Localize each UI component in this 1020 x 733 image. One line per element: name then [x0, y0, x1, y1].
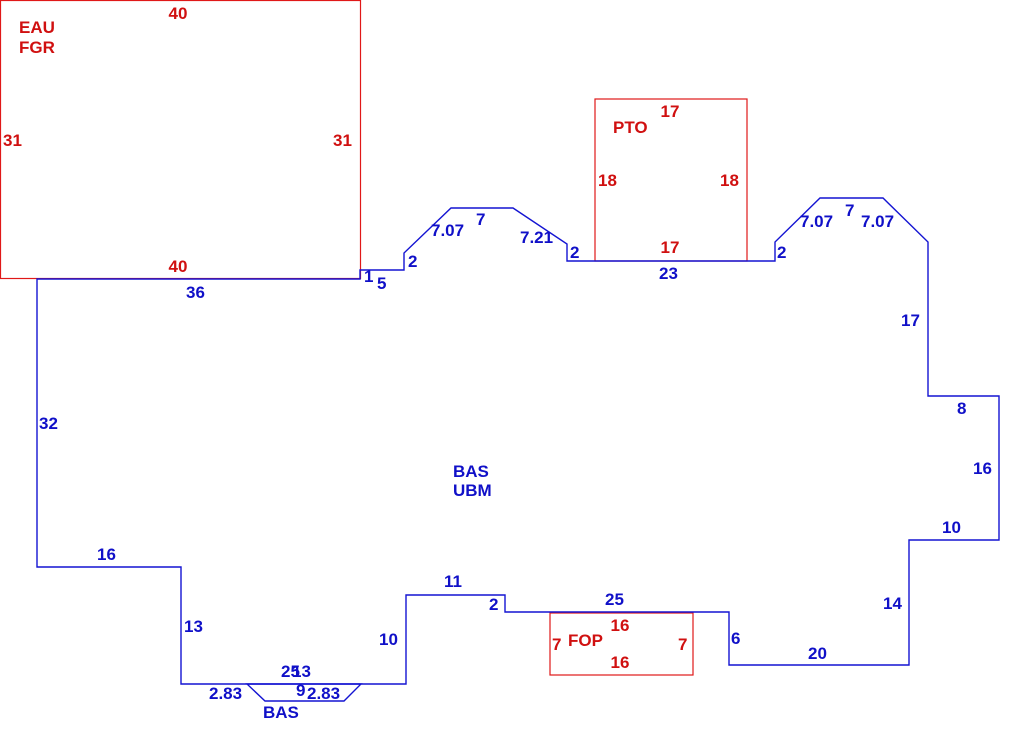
pto-right-dim: 18	[720, 171, 739, 190]
eau-top-dim: 40	[169, 4, 188, 23]
dim-step-2: 2	[489, 595, 498, 614]
dim-step-1: 1	[364, 267, 373, 286]
dim-diag-721: 7.21	[520, 228, 553, 247]
bas-code-label: BAS	[453, 462, 489, 481]
dim-drop-2: 2	[570, 243, 579, 262]
dim-bottom-25: 25	[605, 590, 624, 609]
dim-rise-2a: 2	[408, 252, 417, 271]
dim-left-13: 13	[184, 617, 203, 636]
dim-step-5: 5	[377, 274, 386, 293]
bas-small-inner-dim: 13	[292, 662, 311, 681]
eau-bottom-dim: 40	[169, 257, 188, 276]
bas-small-bottom-dim: 9	[296, 681, 305, 700]
pto-code-label: PTO	[613, 118, 648, 137]
dim-top-11: 11	[444, 572, 462, 591]
dim-step-8: 8	[957, 399, 966, 418]
fop-code-label: FOP	[568, 631, 603, 650]
fop-left-dim: 7	[552, 635, 561, 654]
pto-left-dim: 18	[598, 171, 617, 190]
dim-right-16: 16	[973, 459, 992, 478]
eau-right-dim: 31	[333, 131, 352, 150]
fop-area-outline	[549, 612, 694, 676]
bas-main-outline	[36, 197, 1000, 685]
dim-bottom-20: 20	[808, 644, 827, 663]
eau-code-label: EAU	[19, 18, 55, 37]
fop-bottom-dim: 16	[611, 653, 630, 672]
fop-right-dim: 7	[678, 635, 687, 654]
bas-small-code-label: BAS	[263, 703, 299, 722]
dim-under-pto: 23	[659, 264, 678, 283]
fgr-code-label: FGR	[19, 38, 55, 57]
pto-bottom-dim: 17	[661, 238, 680, 257]
dim-rise-2b: 2	[777, 243, 786, 262]
bas-small-left-dim: 2.83	[209, 684, 242, 703]
fop-top-dim: 16	[611, 616, 630, 635]
dim-left-32: 32	[39, 414, 58, 433]
dim-step-10: 10	[942, 518, 961, 537]
dim-right-14: 14	[883, 594, 902, 613]
dim-diag-707b: 7.07	[800, 212, 833, 231]
eau-left-dim: 31	[3, 131, 22, 150]
pto-top-dim: 17	[661, 102, 680, 121]
dim-top-7b: 7	[845, 201, 854, 220]
dim-diag-707a: 7.07	[431, 221, 464, 240]
ubm-code-label: UBM	[453, 481, 492, 500]
bas-small-right-dim: 2.83	[307, 684, 340, 703]
dim-right-17: 17	[901, 311, 920, 330]
bas-small-width-dim: 25	[281, 662, 300, 681]
dim-diag-707c: 7.07	[861, 212, 894, 231]
dim-top-left: 36	[186, 283, 205, 302]
dim-left-10: 10	[379, 630, 398, 649]
dim-step-16: 16	[97, 545, 116, 564]
dim-top-7a: 7	[476, 210, 485, 229]
dim-drop-6: 6	[731, 629, 740, 648]
bas-small-outline	[245, 683, 363, 702]
